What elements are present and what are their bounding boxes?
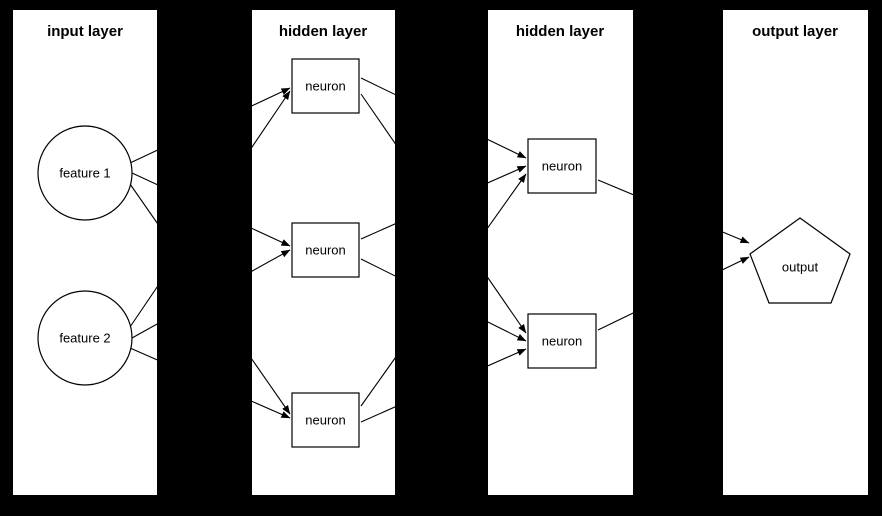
edge-h2neuron2-to-output[interactable] bbox=[597, 256, 750, 331]
node-feature-2[interactable]: feature 2 bbox=[37, 290, 133, 386]
h2-neuron-2-label: neuron bbox=[542, 333, 582, 348]
edge-feature1-to-h1neuron3[interactable] bbox=[129, 183, 291, 415]
feature-2-label: feature 2 bbox=[59, 330, 110, 345]
edge-h1neuron2-to-h2neuron2[interactable] bbox=[360, 258, 527, 342]
panel-title-hidden-layer-2: hidden layer bbox=[516, 23, 605, 40]
h2-neuron-1-box[interactable] bbox=[527, 138, 597, 194]
h1-neuron-2-label: neuron bbox=[305, 242, 345, 257]
edges-input-to-hidden1 bbox=[129, 87, 291, 419]
node-output[interactable]: output bbox=[749, 217, 851, 304]
h2-neuron-2-box[interactable] bbox=[527, 313, 597, 369]
h1-neuron-3-label: neuron bbox=[305, 412, 345, 427]
panel-hidden-layer-2[interactable] bbox=[488, 10, 633, 495]
output-label: output bbox=[782, 259, 819, 274]
node-feature-1[interactable]: feature 1 bbox=[37, 125, 133, 221]
panel-title-output-layer: output layer bbox=[752, 23, 838, 40]
edge-feature2-to-h1neuron3[interactable] bbox=[129, 347, 291, 419]
edge-feature2-to-h1neuron2[interactable] bbox=[131, 249, 291, 339]
edge-feature1-to-h1neuron1[interactable] bbox=[129, 87, 291, 164]
panel-input-layer[interactable] bbox=[13, 10, 157, 495]
output-pentagon[interactable] bbox=[749, 217, 851, 304]
node-h1-neuron-1[interactable]: neuron bbox=[291, 58, 360, 114]
node-h2-neuron-1[interactable]: neuron bbox=[527, 138, 597, 194]
h1-neuron-1-box[interactable] bbox=[291, 58, 360, 114]
node-h1-neuron-2[interactable]: neuron bbox=[291, 222, 360, 278]
edge-h1neuron1-to-h2neuron1[interactable] bbox=[360, 77, 527, 159]
edges-hidden2-to-output bbox=[597, 179, 750, 331]
edge-h1neuron1-to-h2neuron2[interactable] bbox=[360, 93, 527, 334]
panel-title-input-layer: input layer bbox=[47, 23, 123, 40]
edge-h1neuron3-to-h2neuron1[interactable] bbox=[360, 173, 527, 407]
h1-neuron-2-box[interactable] bbox=[291, 222, 360, 278]
h2-neuron-1-label: neuron bbox=[542, 158, 582, 173]
edge-feature2-to-h1neuron1[interactable] bbox=[129, 90, 291, 328]
edges-hidden1-to-hidden2 bbox=[360, 77, 527, 423]
node-h1-neuron-3[interactable]: neuron bbox=[291, 392, 360, 448]
feature-1-label: feature 1 bbox=[59, 165, 110, 180]
h1-neuron-3-box[interactable] bbox=[291, 392, 360, 448]
panel-group bbox=[13, 10, 868, 495]
feature-1-circle[interactable] bbox=[37, 125, 133, 221]
panel-title-hidden-layer-1: hidden layer bbox=[279, 23, 368, 40]
edge-h1neuron3-to-h2neuron2[interactable] bbox=[360, 348, 527, 423]
h1-neuron-1-label: neuron bbox=[305, 78, 345, 93]
edge-feature1-to-h1neuron2[interactable] bbox=[131, 172, 291, 247]
edge-h2neuron1-to-output[interactable] bbox=[597, 179, 750, 244]
node-h2-neuron-2[interactable]: neuron bbox=[527, 313, 597, 369]
edge-h1neuron2-to-h2neuron1[interactable] bbox=[360, 165, 527, 240]
feature-2-circle[interactable] bbox=[37, 290, 133, 386]
panel-title-group: input layer hidden layer hidden layer ou… bbox=[47, 23, 838, 40]
